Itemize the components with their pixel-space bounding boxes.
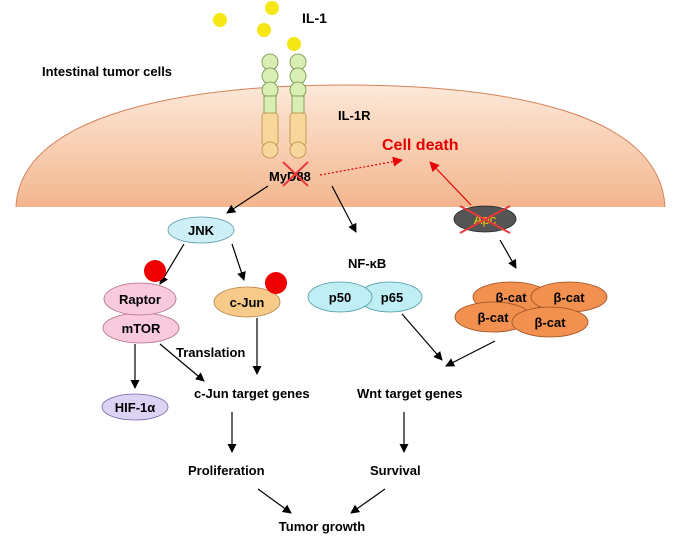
mtor-complex: mTOR Raptor [102, 260, 180, 344]
translation-label: Translation [176, 345, 245, 360]
raptor-label: Raptor [119, 292, 161, 307]
arrow-survival-tumor [350, 488, 386, 514]
myd88-label: MyD88 [269, 169, 311, 184]
phospho-dot [265, 272, 287, 294]
cjun-node: c-Jun [213, 272, 287, 318]
arrow-apc-celldeath [429, 161, 472, 206]
arrow-myd88-celldeath [319, 156, 403, 176]
tumor-growth-label: Tumor growth [279, 519, 365, 534]
arrow-mtor-cjun-targets [159, 343, 205, 382]
arrow-jnk-cjun [231, 243, 246, 281]
jnk-node: JNK [167, 216, 235, 244]
wnt-targets-label: Wnt target genes [357, 386, 462, 401]
p50-label: p50 [329, 290, 351, 305]
arrow-nfkb-wnt [401, 313, 443, 361]
jnk-label: JNK [188, 223, 215, 238]
cjun-label: c-Jun [230, 295, 265, 310]
il1r-label: IL-1R [338, 108, 371, 123]
hif-label: HIF-1α [115, 400, 156, 415]
phospho-dot [144, 260, 166, 282]
il1-label: IL-1 [302, 10, 327, 26]
nfkb-label: NF-κB [348, 256, 386, 271]
arrow-bcat-wnt [445, 340, 496, 367]
nfkb-dimer: p65 p50 [307, 281, 423, 313]
hif-node: HIF-1α [101, 393, 169, 421]
mtor-label: mTOR [122, 321, 161, 336]
bcat-label: β-cat [495, 290, 527, 305]
il1-ligand [265, 1, 279, 15]
cell-membrane [15, 84, 666, 208]
bcat-label: β-cat [534, 315, 566, 330]
myd88-knockout-cross [282, 161, 309, 187]
arrow-proliferation-tumor [257, 488, 292, 514]
il1-ligand [213, 13, 227, 27]
apc-knockout-cross [459, 205, 511, 234]
il1-ligand [287, 37, 301, 51]
il1-ligand [257, 23, 271, 37]
arrow-myd88-nfkb [331, 185, 357, 233]
bcat-cluster: β-cat β-cat β-cat β-cat [454, 281, 608, 338]
survival-label: Survival [370, 463, 421, 478]
proliferation-label: Proliferation [188, 463, 265, 478]
cjun-targets-label: c-Jun target genes [194, 386, 310, 401]
p65-label: p65 [381, 290, 403, 305]
apc-node: Apc [453, 205, 517, 234]
cell-death-label: Cell death [382, 137, 458, 154]
bcat-label: β-cat [477, 310, 509, 325]
bcat-label: β-cat [553, 290, 585, 305]
il1-receptor [261, 53, 307, 159]
arrow-apc-bcat [499, 239, 517, 269]
context-label: Intestinal tumor cells [42, 64, 172, 79]
arrow-jnk-raptor [159, 243, 185, 285]
arrow-myd88-jnk [226, 185, 269, 214]
